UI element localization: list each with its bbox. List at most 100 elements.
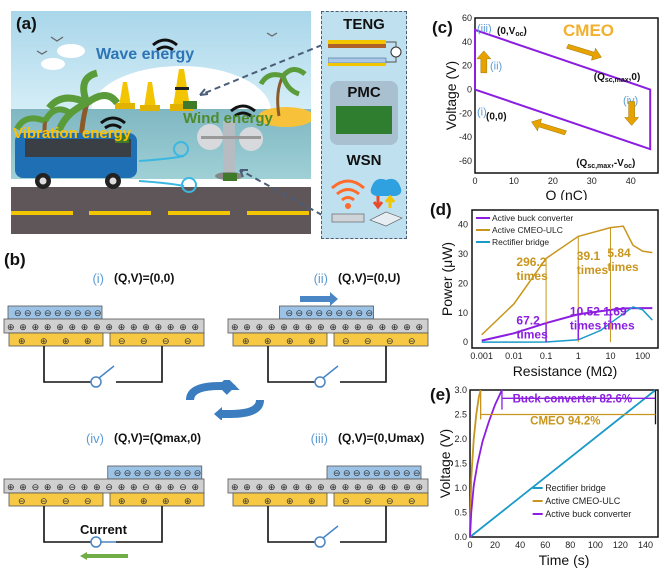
surface-charge: ⊕ <box>391 482 399 492</box>
minus-charge: ⊖ <box>184 468 192 478</box>
x-tick-label: 80 <box>565 540 575 550</box>
surface-charge: ⊕ <box>305 322 313 332</box>
minus-charge: ⊖ <box>346 308 354 318</box>
surface-charge: ⊕ <box>280 482 288 492</box>
annotation-i: (i) <box>477 106 487 118</box>
teng-state-2: (ii)(Q,V)=(0,U)⊖⊖⊖⊖⊖⊖⊖⊖⊖⊕⊕⊕⊕⊕⊕⊕⊕⊕⊕⊕⊕⊕⊕⊕⊕… <box>227 271 429 388</box>
surface-charge: ⊕ <box>81 322 89 332</box>
state-equation-label: (Q,V)=(Qmax,0) <box>114 431 201 445</box>
plus-charge: ⊕ <box>184 496 192 506</box>
state-roman-label: (iii) <box>311 431 328 446</box>
ratio-value: 1.69 <box>603 305 627 319</box>
y-tick-label: 40 <box>462 37 472 47</box>
tribo-layer <box>3 318 205 334</box>
close: ,0) <box>629 72 641 83</box>
minus-charge: ⊖ <box>164 468 172 478</box>
circuit-wire <box>43 506 92 543</box>
x-tick-label: 100 <box>635 351 650 361</box>
surface-charge: ⊕ <box>44 322 52 332</box>
plus-charge: ⊕ <box>242 496 250 506</box>
plus-charge: ⊕ <box>286 336 294 346</box>
electrode-left <box>8 492 104 507</box>
wsn-label: WSN <box>346 152 382 169</box>
surface-charge: ⊕ <box>44 482 52 492</box>
surface-charge: ⊕ <box>231 322 239 332</box>
y-tick-label: -20 <box>459 108 472 118</box>
scene-illustration: (a) Wave energy Wind energy Vibration en… <box>11 11 311 234</box>
minus-charge: ⊖ <box>84 496 92 506</box>
ratio-value: 10.52 <box>570 305 600 319</box>
motion-arrow-icon <box>300 292 338 306</box>
minus-charge: ⊖ <box>356 308 364 318</box>
y-tick-label: 1.0 <box>454 483 467 493</box>
legend-label: Active buck converter <box>492 213 573 223</box>
minus-charge: ⊖ <box>364 496 372 506</box>
surface-charge: ⊕ <box>268 482 276 492</box>
teng-label: TENG <box>343 16 385 33</box>
island <box>258 107 311 127</box>
close: ) <box>632 158 635 169</box>
minus-charge: ⊖ <box>326 308 334 318</box>
minus-charge: ⊖ <box>62 496 70 506</box>
wsn-icons <box>331 178 403 227</box>
switch-open <box>98 365 115 379</box>
surface-charge: ⊕ <box>391 322 399 332</box>
surface-charge: ⊕ <box>118 322 126 332</box>
x-tick-label: 20 <box>548 176 558 186</box>
switch-open <box>322 525 339 539</box>
subscript: oc <box>515 31 523 38</box>
legend-label: Active CMEO-ULC <box>492 225 563 235</box>
pmc-board-icon <box>336 106 392 134</box>
minus-charge: ⊖ <box>154 468 162 478</box>
current-arrow-head <box>80 552 87 560</box>
surface-charge: ⊕ <box>93 322 101 332</box>
surface-charge: ⊕ <box>56 322 64 332</box>
surface-charge: ⊕ <box>155 482 163 492</box>
minus-charge: ⊖ <box>118 336 126 346</box>
y-tick-label: 20 <box>462 61 472 71</box>
minus-charge: ⊖ <box>316 308 324 318</box>
cloud <box>57 44 85 58</box>
minus-charge: ⊖ <box>413 468 421 478</box>
surface-charge: ⊕ <box>293 482 301 492</box>
minus-charge: ⊖ <box>353 468 361 478</box>
chart-title: CMEO <box>563 21 614 40</box>
plus-charge: ⊕ <box>40 336 48 346</box>
minus-charge: ⊖ <box>386 336 394 346</box>
surface-charge: ⊕ <box>167 322 175 332</box>
state-equation-label: (Q,V)=(0,U) <box>338 271 400 285</box>
surface-charge: ⊕ <box>342 322 350 332</box>
annotation-i-coord: (0,0) <box>486 111 507 122</box>
minus-charge: ⊖ <box>94 308 102 318</box>
surface-charge: ⊕ <box>268 322 276 332</box>
electrode-left <box>232 492 328 507</box>
download-arrow-icon <box>372 196 384 210</box>
surface-charge: ⊕ <box>19 322 27 332</box>
cycle-arrows-icon <box>186 380 264 420</box>
y-tick-label: 1.5 <box>454 459 467 469</box>
y-tick-label: 0 <box>463 337 468 347</box>
minus-charge: ⊖ <box>140 336 148 346</box>
minus-charge: ⊖ <box>194 468 202 478</box>
cmeo-ulc-line <box>469 389 482 538</box>
switch-icon <box>314 536 326 548</box>
surface-charge: ⊕ <box>366 322 374 332</box>
minus-charge: ⊖ <box>383 468 391 478</box>
minus-charge: ⊖ <box>124 468 132 478</box>
ratio-unit: times <box>570 319 602 333</box>
y-tick-label: 60 <box>462 13 472 23</box>
plus-charge: ⊕ <box>118 496 126 506</box>
surface-charge: ⊕ <box>243 322 251 332</box>
electrode-left <box>8 332 104 347</box>
teng-state-4: (iv)(Q,V)=(Qmax,0)⊖⊖⊖⊖⊖⊖⊖⊖⊖⊕⊕⊖⊕⊕⊖⊕⊕⊖⊕⊕⊖⊕… <box>3 431 205 560</box>
system-components-box: TENG PMC WSN <box>321 11 407 239</box>
circuit-wire <box>43 346 92 383</box>
circuit-wire <box>116 506 163 543</box>
x-tick-label: 40 <box>626 176 636 186</box>
minus-charge: ⊖ <box>393 468 401 478</box>
surface-charge: ⊕ <box>379 482 387 492</box>
subscript: sc,max <box>587 163 611 170</box>
surface-charge: ⊕ <box>130 322 138 332</box>
plus-charge: ⊕ <box>242 336 250 346</box>
